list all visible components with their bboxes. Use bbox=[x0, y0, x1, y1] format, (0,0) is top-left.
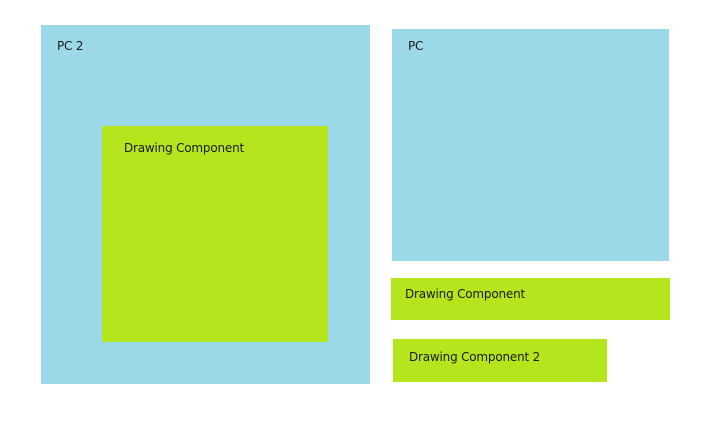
drawing-component: Drawing Component bbox=[391, 278, 670, 320]
drawing-component-label: Drawing Component bbox=[405, 287, 525, 301]
drawing-component-2-label: Drawing Component 2 bbox=[409, 350, 541, 364]
pc2-container: PC 2 Drawing Component bbox=[41, 25, 370, 384]
pc-container: PC bbox=[392, 29, 669, 261]
pc2-drawing-component-label: Drawing Component bbox=[124, 141, 244, 155]
pc2-drawing-component: Drawing Component bbox=[102, 126, 328, 342]
pc2-label: PC 2 bbox=[57, 39, 84, 53]
pc-label: PC bbox=[408, 39, 424, 53]
drawing-component-2: Drawing Component 2 bbox=[393, 339, 607, 382]
